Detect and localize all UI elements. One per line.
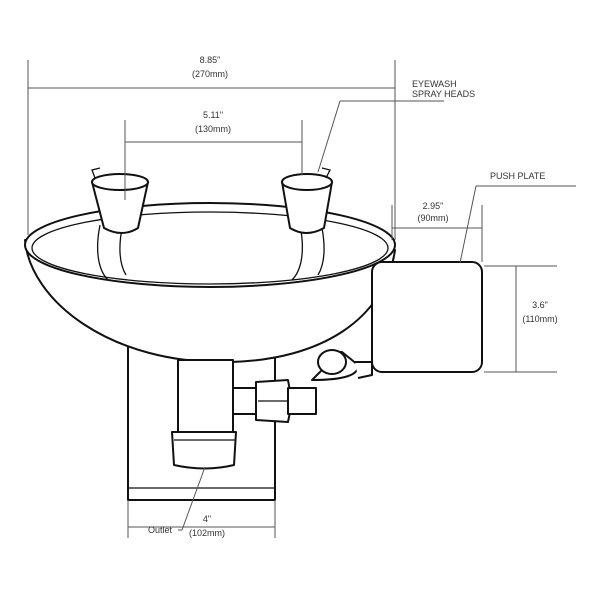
outlet-label: Outlet — [148, 525, 173, 535]
dim-base-width-mm: (102mm) — [189, 528, 225, 538]
dim-overall-width-in: 8.85" — [200, 55, 221, 65]
supply-pipe — [232, 349, 373, 423]
dim-overall-width-mm: (270mm) — [192, 69, 228, 79]
bowl — [24, 202, 396, 364]
right-spray-head — [281, 167, 333, 234]
eyewash-label-line2: SPRAY HEADS — [412, 89, 475, 99]
dim-overall-width: 8.85" (270mm) — [27, 55, 396, 240]
dim-push-plate-height: 3.6" (110mm) — [484, 265, 558, 373]
dim-push-plate-height-in: 3.6" — [532, 300, 548, 310]
dim-base-width-in: 4" — [203, 514, 211, 524]
dim-push-plate-height-mm: (110mm) — [522, 314, 557, 324]
outlet-callout: Outlet — [148, 466, 206, 535]
dim-push-plate-depth: 2.95" (90mm) — [391, 201, 483, 262]
dim-spray-spacing-mm: (130mm) — [195, 124, 231, 134]
dim-base-width: 4" (102mm) — [127, 500, 276, 538]
dim-spray-spacing-in: 5.11" — [203, 110, 223, 120]
push-plate — [371, 261, 483, 373]
eyewash-callout: EYEWASH SPRAY HEADS — [317, 79, 475, 173]
eyewash-label-line1: EYEWASH — [412, 79, 457, 89]
dim-spray-spacing: 5.11" (130mm) — [124, 110, 303, 200]
dim-push-plate-depth-mm: (90mm) — [418, 213, 449, 223]
dim-push-plate-depth-in: 2.95" — [423, 201, 444, 211]
drain-pipe — [171, 359, 237, 470]
push-plate-label: PUSH PLATE — [490, 171, 545, 181]
left-spray-head — [91, 167, 149, 234]
push-plate-callout: PUSH PLATE — [459, 171, 576, 264]
